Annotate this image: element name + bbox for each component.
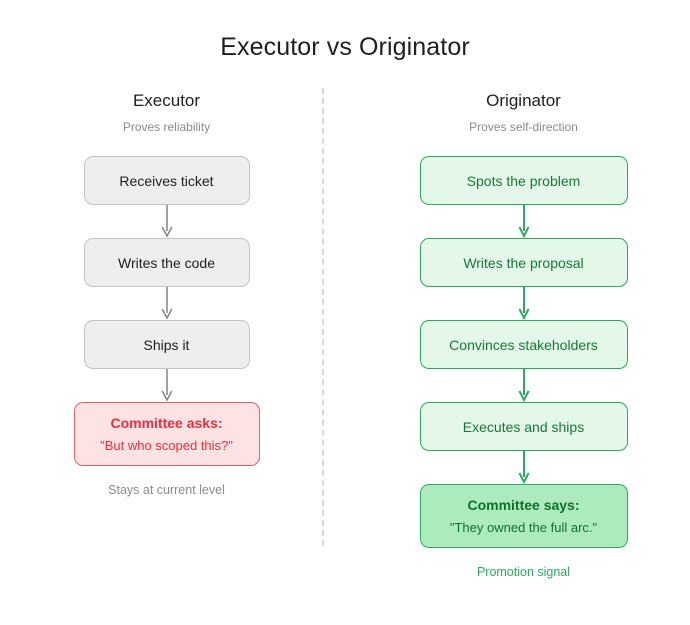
executor-subheading: Proves reliability (122, 120, 211, 134)
executor-outcome-line2: "But who scoped this?" (100, 437, 233, 453)
executor-step-3-label: Ships it (143, 336, 190, 353)
executor-step-3[interactable]: Ships it (83, 320, 250, 369)
executor-footnote: Stays at current level (108, 483, 225, 497)
executor-heading: Executor (132, 91, 201, 110)
arrow-down-icon (516, 369, 532, 403)
originator-outcome-line1: Committee says: (467, 496, 580, 513)
originator-step-3-label: Convinces stakeholders (449, 336, 598, 353)
arrow-down-icon (159, 369, 175, 402)
executor-step-1[interactable]: Receives ticket (83, 156, 250, 205)
originator-heading: Originator (486, 91, 561, 110)
executor-outcome[interactable]: Committee asks: "But who scoped this?" (73, 402, 260, 466)
arrow-down-icon (516, 205, 532, 239)
originator-subheading: Proves self-direction (469, 120, 578, 134)
originator-flow: Spots the problem Writes the proposal Co… (386, 156, 661, 580)
executor-column: Executor Proves reliability Receives tic… (29, 90, 304, 498)
originator-step-2[interactable]: Writes the proposal (419, 238, 628, 287)
originator-step-4-label: Executes and ships (462, 418, 585, 435)
originator-step-3[interactable]: Convinces stakeholders (419, 320, 628, 369)
arrow-down-icon (159, 205, 175, 238)
arrow-down-icon (159, 287, 175, 320)
originator-step-2-label: Writes the proposal (463, 254, 584, 271)
originator-step-4[interactable]: Executes and ships (419, 402, 628, 451)
executor-step-2[interactable]: Writes the code (83, 238, 250, 287)
page-title: Executor vs Originator (220, 33, 470, 61)
column-divider (322, 88, 324, 546)
arrow-down-icon (516, 287, 532, 321)
executor-step-1-label: Receives ticket (119, 172, 214, 189)
originator-step-1[interactable]: Spots the problem (419, 156, 628, 205)
arrow-down-icon (516, 451, 532, 485)
originator-column: Originator Proves self-direction Spots t… (386, 90, 661, 580)
executor-flow: Receives ticket Writes the code Ships it (29, 156, 304, 498)
originator-footnote: Promotion signal (476, 565, 571, 579)
originator-outcome[interactable]: Committee says: "They owned the full arc… (419, 484, 628, 548)
executor-step-2-label: Writes the code (117, 254, 215, 271)
executor-outcome-line1: Committee asks: (110, 414, 223, 431)
originator-outcome-line2: "They owned the full arc." (449, 519, 598, 535)
originator-step-1-label: Spots the problem (466, 172, 581, 189)
